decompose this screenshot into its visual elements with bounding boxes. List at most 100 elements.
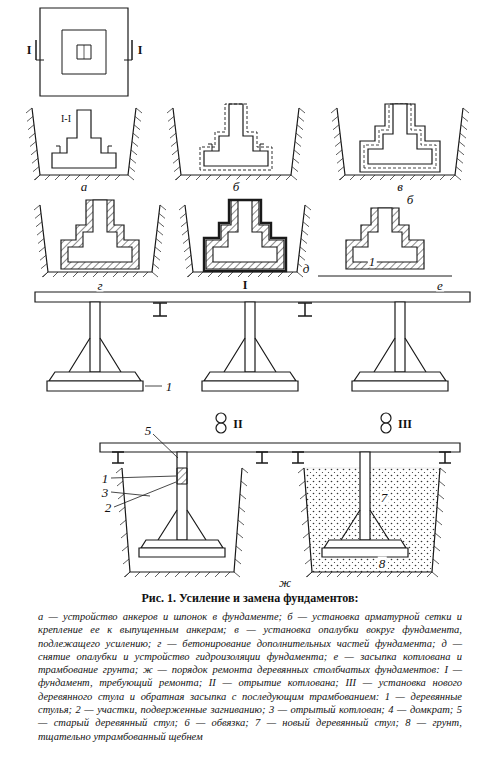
earth-tick (432, 572, 438, 577)
callout-number: 5 (144, 424, 153, 437)
earth-tick (170, 133, 176, 138)
earth-tick (317, 572, 322, 577)
earth-tick (238, 520, 244, 525)
ground-line (318, 276, 452, 277)
leader-line (153, 434, 178, 458)
figure-letter: ж (278, 576, 292, 589)
plan-axis (84, 45, 85, 59)
earth-tick (41, 264, 47, 269)
figure-caption: Рис. 1. Усиление и замена фундаментов: (20, 591, 480, 606)
reinforcing-mesh (364, 104, 436, 168)
earth-tick (152, 272, 158, 277)
i-beam (153, 303, 167, 316)
section-mark (35, 40, 37, 60)
anchor (56, 146, 60, 153)
wooden-post (395, 302, 405, 372)
leader-line (111, 476, 176, 478)
earth-tick (153, 264, 159, 269)
earth-tick (31, 150, 37, 155)
earth-tick (154, 255, 160, 260)
i-beam (292, 452, 304, 463)
callout-number: 7 (380, 491, 389, 504)
earth-tick (186, 264, 192, 269)
plan-column (77, 45, 91, 59)
earth-tick (296, 133, 302, 138)
i-beam (439, 452, 451, 463)
earth-tick (35, 175, 40, 180)
earth-tick (228, 272, 233, 277)
earth-tick (113, 272, 118, 277)
earth-tick (299, 108, 305, 113)
section-arrow (124, 60, 132, 61)
earth-tick (304, 546, 310, 551)
i-beam (256, 452, 268, 463)
figure-letter: в (396, 180, 404, 193)
earth-tick (380, 175, 385, 180)
earth-tick (215, 572, 220, 577)
earth-tick (130, 158, 136, 163)
post-brace (341, 510, 389, 540)
earth-tick (175, 572, 180, 577)
section-mark (131, 40, 133, 60)
earth-tick (298, 116, 304, 121)
earth-tick (134, 125, 140, 130)
earth-tick (390, 175, 395, 180)
foundation (353, 208, 417, 262)
earth-tick (182, 230, 188, 235)
earth-tick (440, 468, 446, 473)
earth-tick (198, 272, 203, 277)
plan-step (62, 30, 106, 74)
earth-tick (181, 222, 187, 227)
earth-tick (335, 142, 341, 147)
earth-tick (427, 572, 432, 577)
section-mark-label: I (26, 44, 33, 56)
earth-tick (136, 108, 142, 113)
earth-tick (33, 167, 39, 172)
earth-tick (417, 572, 422, 577)
earth-tick (208, 272, 213, 277)
anchor (108, 146, 112, 153)
earth-tick (172, 150, 178, 155)
leader-line (145, 386, 162, 387)
figure-letter: г (96, 279, 103, 292)
earth-tick (43, 272, 48, 277)
i-beam (298, 303, 312, 316)
earth-tick (39, 247, 45, 252)
earth-tick (117, 481, 123, 486)
earth-tick (143, 272, 148, 277)
earth-tick (303, 222, 309, 227)
earth-tick (83, 272, 88, 277)
jack (381, 413, 391, 423)
earth-tick (173, 158, 179, 163)
earth-tick (185, 255, 191, 260)
earth-tick (360, 175, 365, 180)
earth-tick (299, 481, 305, 486)
earth-tick (156, 239, 162, 244)
anchor (208, 144, 212, 151)
earth-tick (133, 133, 139, 138)
post-base (47, 381, 143, 391)
earth-tick (131, 150, 137, 155)
post-sill (49, 372, 141, 381)
section-mark-label: I (137, 44, 144, 56)
earth-tick (234, 572, 240, 577)
earth-tick (129, 167, 135, 172)
callout-number: 8 (378, 557, 387, 570)
earth-tick (237, 533, 243, 538)
earth-tick (169, 125, 175, 130)
earth-tick (155, 247, 161, 252)
earth-tick (332, 116, 338, 121)
leader-line (111, 492, 150, 496)
earth-tick (42, 272, 48, 277)
roman-numeral: III (397, 418, 413, 430)
earth-tick (183, 239, 189, 244)
earth-tick (95, 175, 100, 180)
foundation (368, 104, 432, 164)
earth-tick (171, 142, 177, 147)
earth-tick (40, 255, 46, 260)
leader-line (114, 482, 176, 507)
earth-tick (185, 572, 190, 577)
earth-tick (437, 507, 443, 512)
earth-tick (295, 142, 301, 147)
